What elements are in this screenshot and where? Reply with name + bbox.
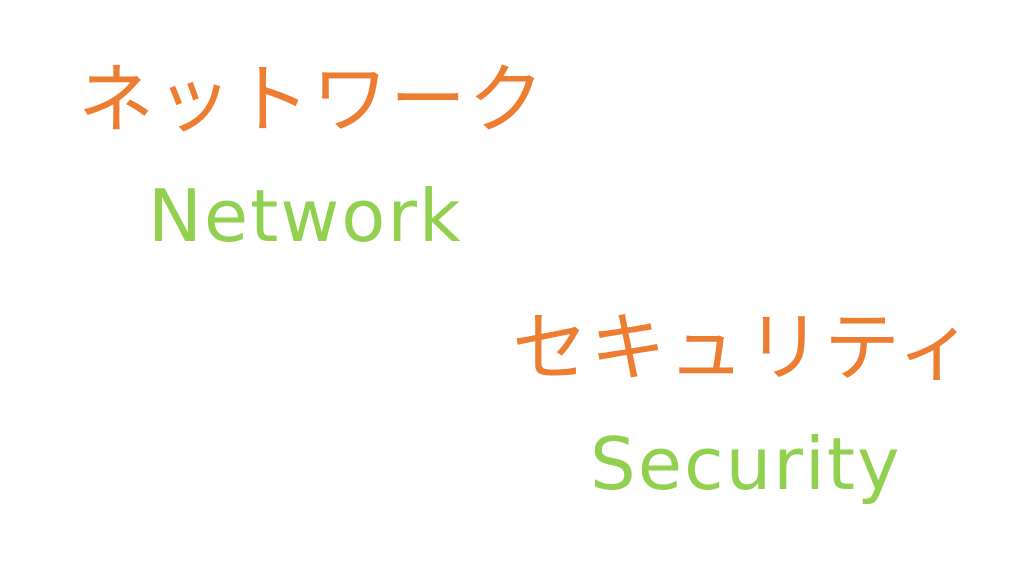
security-english-text: Security (590, 422, 902, 506)
security-japanese-text: セキュリティ (512, 303, 976, 392)
network-english-text: Network (148, 174, 463, 258)
network-japanese-text: ネットワーク (78, 55, 546, 144)
